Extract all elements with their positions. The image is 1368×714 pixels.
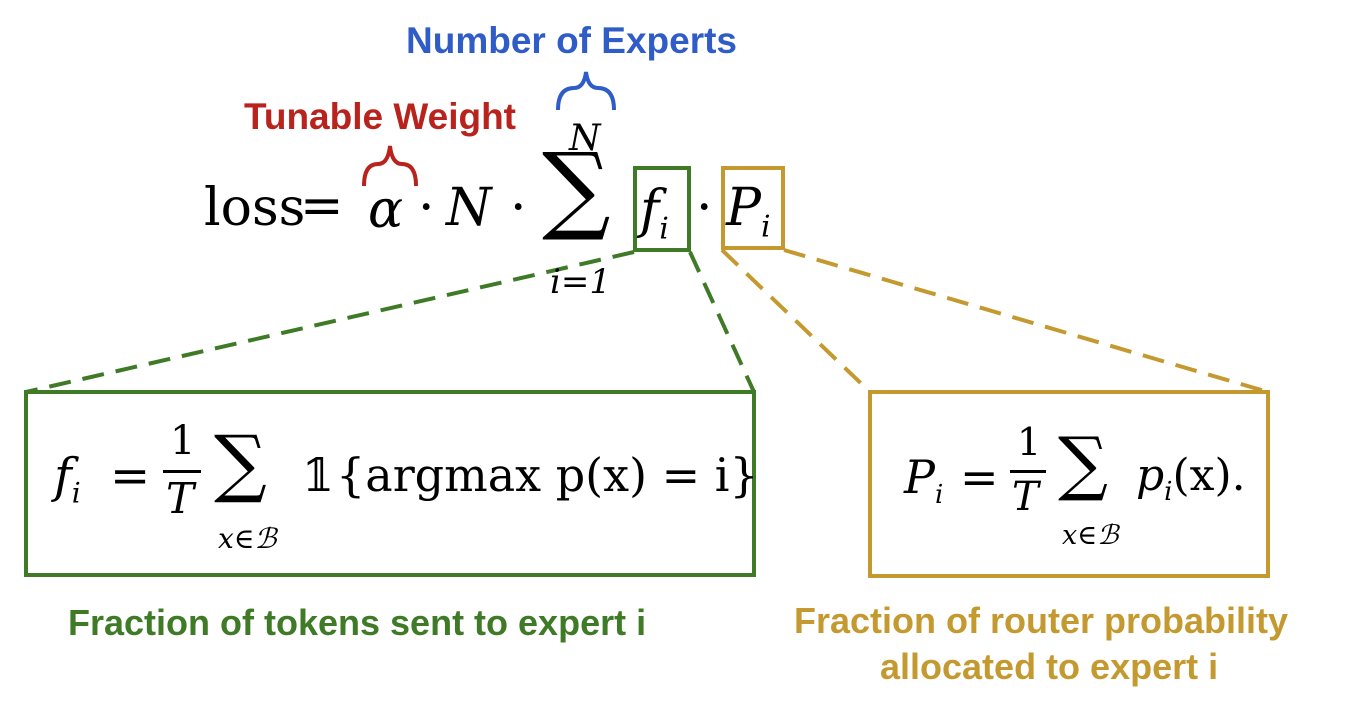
f-highlight-box	[633, 166, 691, 252]
f-def-body: {argmax p(x) = i}	[336, 448, 759, 502]
f-def-sub: i	[71, 476, 81, 510]
tunable-weight-brace	[362, 145, 418, 187]
p-def-sum-symbol: ∑	[1058, 422, 1108, 504]
sum-lower-limit: i=1	[550, 262, 611, 302]
p-def-sum-subscript: x∈ℬ	[1062, 520, 1119, 551]
p-main: Pi	[726, 178, 771, 244]
tunable-weight-label: Tunable Weight	[244, 96, 517, 137]
f-def-denominator: T	[166, 474, 195, 523]
f-def-numerator: 1	[170, 418, 196, 464]
dot-1: ·	[418, 178, 435, 238]
alpha-symbol: α	[368, 180, 404, 240]
number-of-experts-label: Number of Experts	[406, 20, 738, 61]
p-def-fraction-bar	[1010, 470, 1046, 473]
p-def-letter: P	[904, 450, 935, 504]
p-main-letter: P	[726, 178, 761, 238]
p-def-body-tail: (x).	[1172, 450, 1246, 501]
f-def-sum-symbol: ∑	[214, 420, 267, 506]
f-def-fraction-bar	[163, 470, 201, 473]
p-highlight-box	[721, 166, 785, 250]
p-definition-box	[868, 390, 1270, 578]
f-def-equals: =	[110, 448, 151, 504]
sum-upper-limit: N	[569, 118, 601, 159]
p-connector-left	[720, 248, 872, 394]
p-def-body: pi(x).	[1136, 450, 1246, 507]
sum-symbol: ∑	[542, 132, 611, 244]
p-def-denominator: T	[1012, 474, 1039, 520]
dot-2: ·	[510, 178, 527, 238]
fraction-router-caption-line1: Fraction of router probability	[794, 600, 1289, 641]
f-def-sum-subscript: x∈ℬ	[218, 522, 277, 555]
p-def-body-p: p	[1136, 450, 1165, 501]
f-main-sub: i	[659, 211, 669, 247]
dot-3: ·	[696, 178, 713, 238]
loss-equals: =	[300, 176, 344, 236]
fraction-tokens-caption: Fraction of tokens sent to expert i	[68, 602, 647, 643]
f-connector-left	[25, 250, 635, 394]
p-def-sub: i	[934, 480, 944, 511]
p-def-lhs: Pi	[904, 450, 943, 510]
fraction-router-caption-line2: allocated to expert i	[880, 646, 1219, 687]
loss-word: loss	[204, 178, 306, 238]
f-main: fi	[640, 180, 669, 246]
f-definition-box	[24, 390, 756, 577]
f-main-letter: f	[640, 180, 660, 240]
f-def-letter: f	[54, 448, 72, 504]
f-def-lhs: fi	[54, 448, 81, 510]
p-def-body-sub: i	[1164, 476, 1173, 507]
p-connector-right	[783, 248, 1269, 394]
indicator-symbol: 𝟙	[302, 448, 335, 502]
p-def-numerator: 1	[1017, 420, 1042, 464]
p-main-sub: i	[761, 209, 771, 245]
p-def-equals: =	[960, 450, 999, 504]
n-symbol: N	[446, 178, 492, 238]
number-of-experts-brace	[556, 71, 616, 111]
f-connector-right	[688, 251, 756, 393]
